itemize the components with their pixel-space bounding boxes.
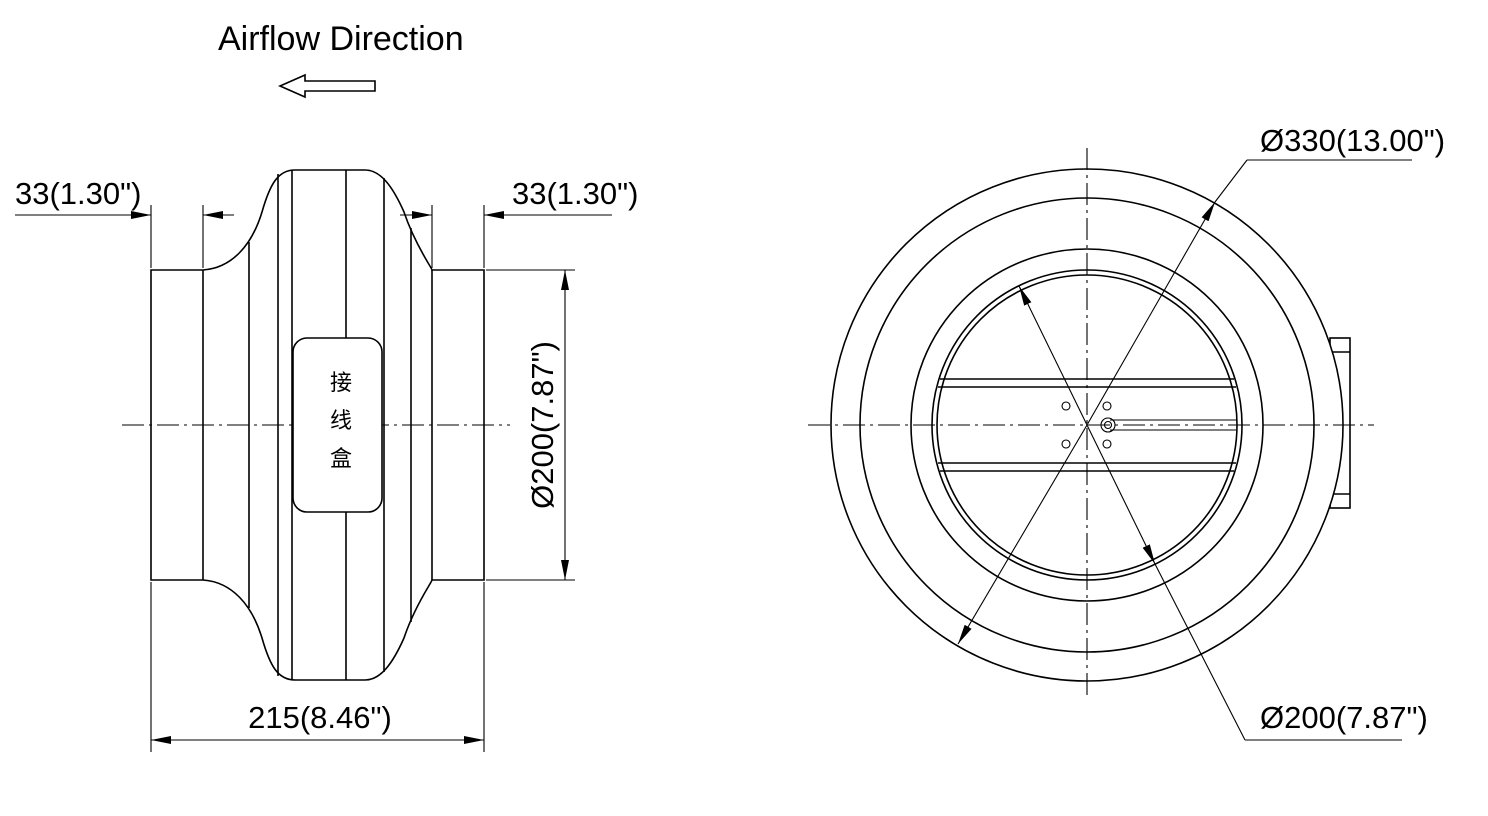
junction-box-char-2: 线 bbox=[330, 409, 352, 434]
side-view: 接 线 盒 33(1.30") 33(1.30") Ø200(7.87") bbox=[15, 169, 638, 752]
junction-box: 接 线 盒 bbox=[292, 337, 383, 513]
overall-length-dim-label: 215(8.46") bbox=[248, 700, 392, 735]
junction-box-frame bbox=[292, 337, 383, 513]
overall-length-dimension: 215(8.46") bbox=[150, 582, 485, 752]
airflow-indicator: Airflow Direction bbox=[218, 20, 464, 99]
duct-diameter-dim-label: Ø200(7.87") bbox=[525, 341, 560, 509]
left-spigot-dim-label: 33(1.30") bbox=[15, 176, 141, 211]
inlet-diameter-dimension: Ø200(7.87") bbox=[957, 285, 1428, 741]
left-spigot-dimension: 33(1.30") bbox=[15, 176, 234, 268]
outer-diameter-dimension: Ø330(13.00") bbox=[1086, 123, 1445, 426]
duct-diameter-dimension: Ø200(7.87") bbox=[486, 269, 575, 581]
fan-body-outline bbox=[150, 169, 485, 681]
right-spigot-dimension: 33(1.30") bbox=[400, 176, 638, 268]
junction-box-char-1: 接 bbox=[330, 371, 352, 396]
front-view: Ø330(13.00") Ø200(7.87") bbox=[808, 123, 1445, 741]
outer-diameter-dim-label: Ø330(13.00") bbox=[1260, 123, 1445, 158]
airflow-direction-label: Airflow Direction bbox=[218, 20, 464, 58]
right-spigot-dim-label: 33(1.30") bbox=[512, 176, 638, 211]
junction-box-char-3: 盒 bbox=[330, 447, 352, 472]
left-arrow-icon bbox=[278, 73, 376, 99]
inlet-diameter-dim-label: Ø200(7.87") bbox=[1260, 700, 1428, 735]
